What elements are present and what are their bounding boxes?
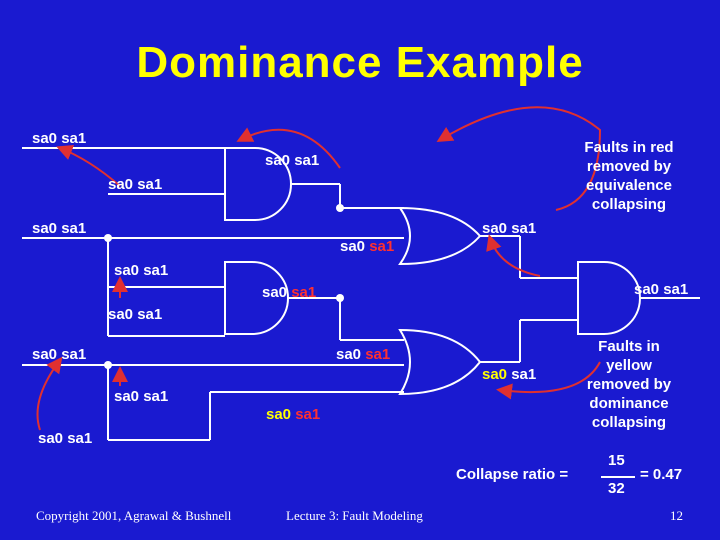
footer-copyright: Copyright 2001, Agrawal & Bushnell (36, 508, 232, 523)
fault-label-5: sa0 sa1 (340, 238, 395, 255)
arrow-1 (56, 145, 121, 187)
fault-label-12: sa0 sa1 (336, 346, 391, 363)
fault-label-13: sa0 sa1 (482, 366, 537, 383)
page-title: Dominance Example (136, 38, 584, 87)
fault-label-10: sa0 sa1 (108, 306, 163, 323)
collapse-ratio-label: Collapse ratio = (456, 466, 569, 483)
arrow-5 (486, 234, 541, 277)
or-gate-1 (398, 206, 482, 266)
fault-label-15: sa0 sa1 (266, 406, 321, 423)
and-gate-3 (577, 261, 641, 335)
fault-label-16: sa0 sa1 (38, 430, 93, 447)
footer-page-number: 12 (670, 508, 683, 523)
fault-label-8: sa0 sa1 (262, 284, 317, 301)
fault-label-1: sa0 sa1 (32, 130, 87, 147)
fault-label-11: sa0 sa1 (32, 346, 87, 363)
arrow-2 (236, 127, 341, 169)
collapse-numerator: 15 (608, 452, 625, 469)
and-gate-2 (224, 261, 289, 335)
fault-label-4: sa0 sa1 (32, 220, 87, 237)
fault-label-3: sa0 sa1 (265, 152, 320, 169)
fanout-dot-1 (104, 234, 112, 242)
fanout-dot-2 (104, 361, 112, 369)
arrow-7 (36, 356, 63, 431)
arrow-3 (436, 106, 602, 211)
fault-label-6: sa0 sa1 (482, 220, 537, 237)
fault-label-14: sa0 sa1 (114, 388, 169, 405)
or-gate-2 (398, 328, 482, 396)
fraction-bar (601, 476, 635, 478)
note-equivalence: Faults in red removed by equivalence col… (584, 139, 674, 213)
arrow-6 (496, 361, 601, 400)
collapse-result: = 0.47 (640, 466, 683, 483)
fault-label-9: sa0 sa1 (634, 281, 689, 298)
and-gate-1 (224, 147, 292, 221)
collapse-denominator: 32 (608, 480, 625, 497)
fault-label-7: sa0 sa1 (114, 262, 169, 279)
fanout-dot-4 (336, 294, 344, 302)
fault-label-2: sa0 sa1 (108, 176, 163, 193)
fanout-dot-3 (336, 204, 344, 212)
footer-lecture: Lecture 3: Fault Modeling (286, 508, 423, 523)
note-dominance: Faults in yellow removed by dominance co… (586, 338, 672, 431)
